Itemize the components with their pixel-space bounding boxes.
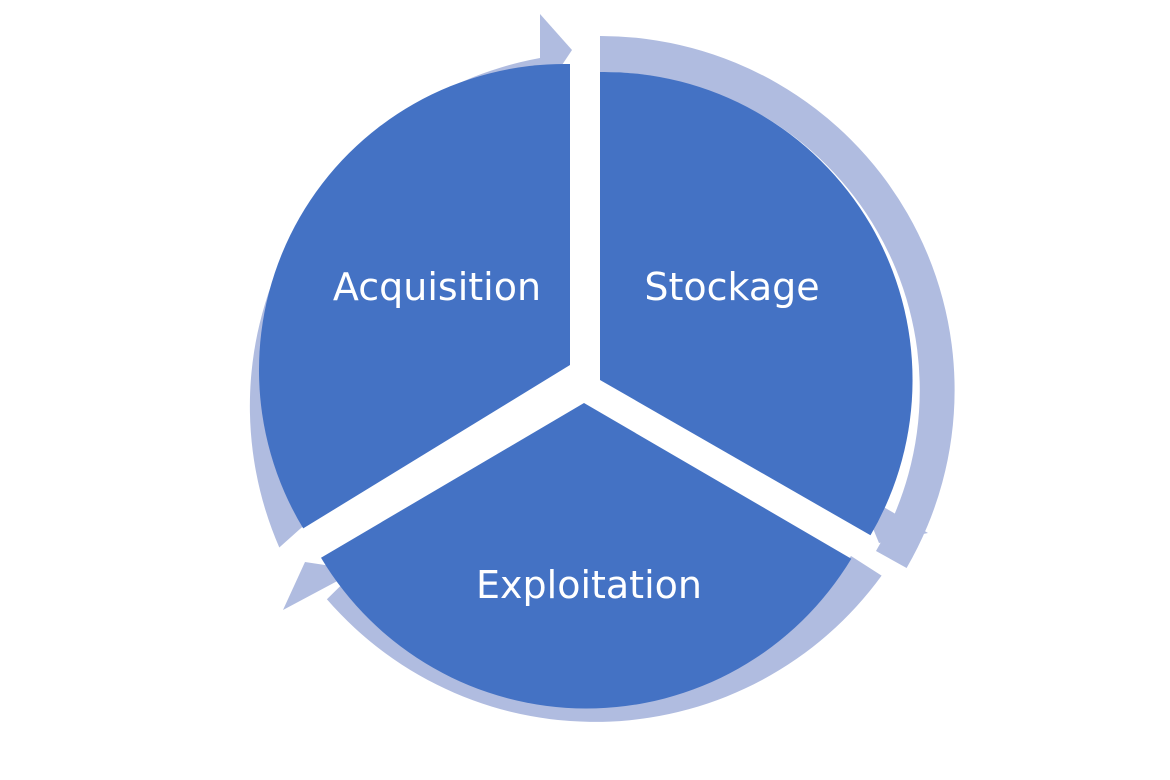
segment-label-stockage: Stockage [644, 265, 819, 309]
segment-stockage [600, 71, 913, 536]
segment-label-acquisition: Acquisition [333, 265, 541, 309]
arrow-arc-stockage [600, 35, 955, 568]
segment-acquisition [258, 63, 570, 529]
segment-exploitation [321, 403, 852, 709]
segment-label-exploitation: Exploitation [476, 563, 702, 607]
